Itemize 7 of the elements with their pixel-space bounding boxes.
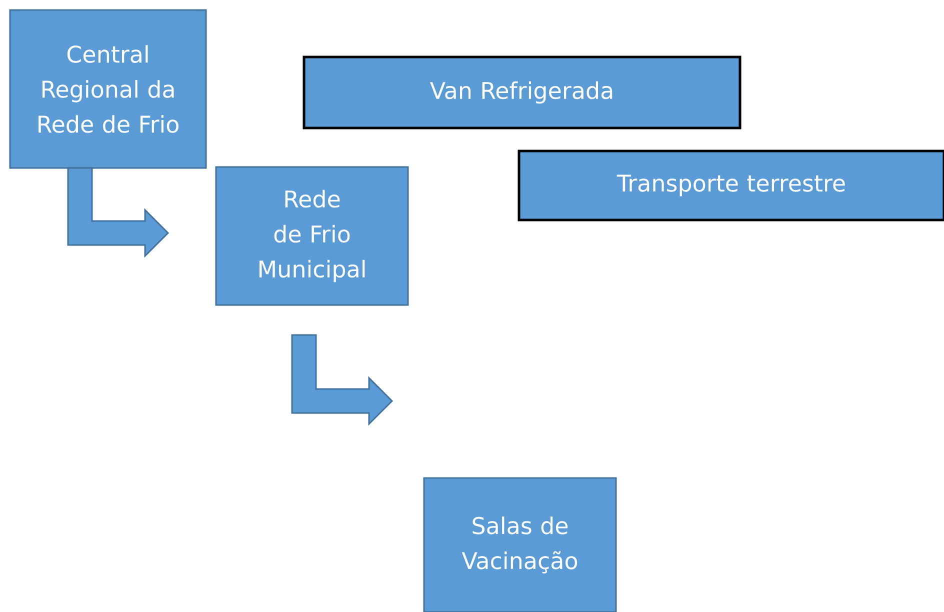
process-box: Central Regional da Rede de Frio — [9, 9, 207, 169]
bent-arrow — [67, 167, 170, 258]
bent-arrow — [291, 334, 394, 426]
process-box: Rede de Frio Municipal — [215, 166, 409, 306]
process-box: Transporte terrestre — [518, 150, 944, 222]
process-box: Salas de Vacinação — [423, 477, 617, 612]
process-box: Van Refrigerada — [302, 56, 742, 130]
